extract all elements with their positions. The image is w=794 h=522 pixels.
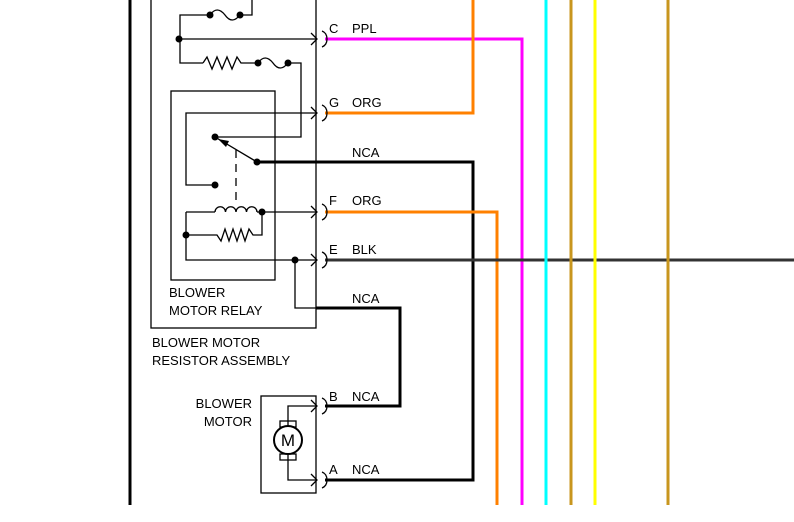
external-wires [316, 0, 794, 505]
assembly-label: BLOWER MOTOR [152, 335, 260, 350]
wire-label: NCA [352, 462, 380, 477]
pin-label: E [329, 242, 338, 257]
motor-icon [273, 425, 303, 455]
connector-icon [310, 397, 328, 415]
connectors [310, 30, 328, 489]
wire-ppl [325, 37, 524, 505]
connector-icon [310, 30, 328, 48]
connector-icon [310, 471, 328, 489]
connector-icon [310, 251, 328, 269]
pin-label: G [329, 95, 339, 110]
resistor-icon [202, 55, 258, 71]
wire-label: PPL [352, 21, 377, 36]
resistor-icon [186, 212, 263, 244]
relay-label: MOTOR RELAY [169, 303, 263, 318]
internal-circuit [175, 0, 316, 309]
motor-label: BLOWER [196, 396, 252, 411]
pin-label: F [329, 193, 337, 208]
pin-label: B [329, 389, 338, 404]
motor-label: MOTOR [204, 414, 252, 429]
wire-nca-a [316, 160, 475, 482]
relay-box [170, 90, 276, 281]
resistor-assembly-box [150, 0, 317, 329]
wire-label: ORG [352, 95, 382, 110]
pin-label: C [329, 21, 338, 36]
wire-nca-b [316, 306, 402, 408]
relay-coil-icon [214, 206, 258, 213]
connector-icon [310, 203, 328, 221]
wire-label: ORG [352, 193, 382, 208]
assembly-label: RESISTOR ASSEMBLY [152, 353, 291, 368]
relay-label: BLOWER [169, 285, 225, 300]
wire-label: NCA [352, 145, 380, 160]
connector-icon [310, 104, 328, 122]
wire-label: NCA [352, 389, 380, 404]
pin-label: A [329, 462, 338, 477]
wire-org-g [325, 0, 475, 115]
fuse-icon [257, 57, 289, 69]
wire-label: NCA [352, 291, 380, 306]
blower-motor-box [260, 395, 317, 494]
wire-label: BLK [352, 242, 377, 257]
wire-org-f [325, 210, 499, 505]
svg-text:M: M [281, 431, 295, 450]
fuse-icon [209, 9, 241, 21]
